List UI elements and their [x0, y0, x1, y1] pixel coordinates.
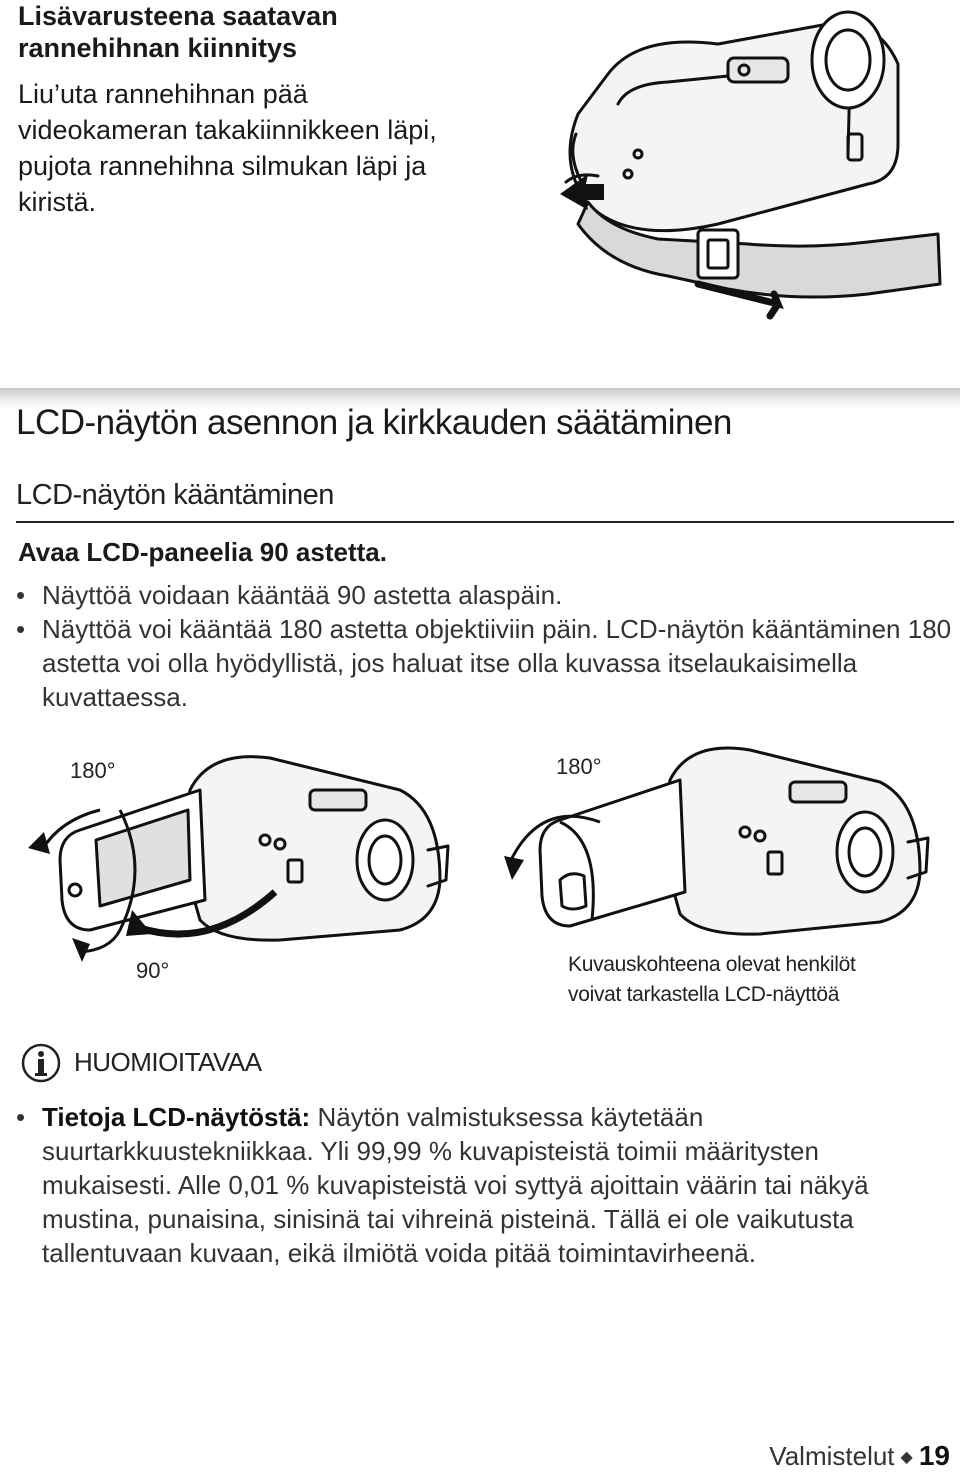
arrow-head-icon	[72, 938, 90, 962]
note-bullet-list: Tietoja LCD-näytöstä: Näytön valmistukse…	[16, 1100, 956, 1270]
diagram-caption: Kuvauskohteena olevat henkilöt voivat ta…	[568, 950, 888, 1010]
list-item: Näyttöä voi kääntää 180 astetta objektii…	[16, 612, 952, 714]
rotation-label-90: 90°	[136, 958, 170, 983]
subsection-divider	[16, 521, 954, 523]
arrow-right-icon	[694, 280, 784, 320]
diamond-icon: ◆	[900, 1449, 913, 1466]
strap-text-line: kiristä.	[18, 187, 97, 217]
camcorder-strap-illustration	[560, 10, 942, 320]
footer-section: Valmistelut	[769, 1441, 895, 1471]
rotation-label-180: 180°	[556, 754, 602, 779]
arrow-left-icon	[560, 174, 604, 210]
strap-instructions: Liu’uta rannehihnan pää videokameran tak…	[18, 76, 528, 220]
rotation-arrow-icon	[559, 820, 595, 921]
lcd-bullet-list: Näyttöä voidaan kääntää 90 astetta alasp…	[16, 578, 952, 714]
rotation-arrow-icon	[508, 814, 601, 863]
caption-line: voivat tarkastella LCD-näyttöä	[568, 983, 840, 1006]
info-icon	[21, 1043, 61, 1083]
caption-line: Kuvauskohteena olevat henkilöt	[568, 953, 856, 976]
subsection-title: LCD-näytön kääntäminen	[16, 479, 334, 511]
note-text: Näytön valmistuksessa käytetään suurtark…	[42, 1102, 869, 1268]
note-label: Tietoja LCD-näytöstä:	[42, 1102, 311, 1132]
section-header-bar	[0, 388, 960, 410]
rotation-arrow-icon	[138, 889, 278, 938]
note-heading: HUOMIOITAVAA	[74, 1047, 262, 1077]
page-footer: Valmistelut ◆ 19	[769, 1440, 950, 1474]
strap-heading-line: Lisävarusteena saatavan	[18, 1, 338, 31]
step-instruction: Avaa LCD-paneelia 90 astetta.	[18, 537, 387, 567]
strap-heading: Lisävarusteena saatavan rannehihnan kiin…	[18, 0, 338, 64]
arrow-head-icon	[28, 832, 50, 854]
list-item: Näyttöä voidaan kääntää 90 astetta alasp…	[16, 578, 952, 612]
arrow-head-icon	[126, 910, 152, 936]
page-number: 19	[918, 1440, 950, 1471]
arrow-head-icon	[504, 856, 524, 880]
rotation-arrow-icon	[79, 809, 137, 954]
strap-text-line: videokameran takakiinnikkeen läpi,	[18, 115, 437, 145]
strap-text-line: pujota rannehihna silmukan läpi ja	[18, 151, 427, 181]
strap-heading-line: rannehihnan kiinnitys	[18, 33, 298, 63]
lcd-rotation-90-illustration	[28, 755, 450, 962]
section-title: LCD-näytön asennon ja kirkkauden säätämi…	[16, 403, 732, 442]
lcd-rotation-180-illustration	[504, 746, 930, 936]
rotation-label-180: 180°	[70, 758, 116, 783]
strap-text-line: Liu’uta rannehihnan pää	[18, 79, 308, 109]
list-item: Tietoja LCD-näytöstä: Näytön valmistukse…	[16, 1100, 956, 1270]
